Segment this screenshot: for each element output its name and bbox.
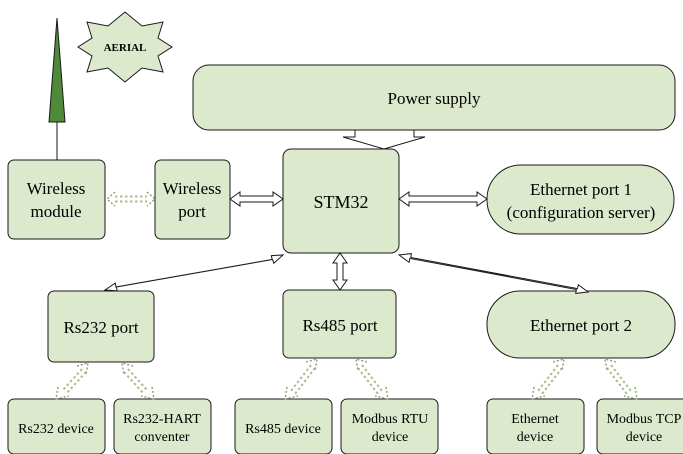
- rs232-port-label: Rs232 port: [63, 318, 138, 337]
- rs485-device-label: Rs485 device: [245, 422, 321, 437]
- ethernet-port-2-label: Ethernet port 2: [530, 316, 632, 335]
- rs232-port-node: Rs232 port: [47, 290, 155, 363]
- wireless-module-label-1: Wireless: [27, 179, 86, 198]
- modbus-rtu-label-1: Modbus RTU: [352, 412, 429, 427]
- ethernet-device-node: Ethernet device: [486, 398, 585, 454]
- rs232-device-label: Rs232 device: [18, 422, 94, 437]
- dashed-link-modbus-rtu: [355, 358, 389, 400]
- ethernet-device-label-1: Ethernet: [511, 412, 559, 427]
- rs485-device-node: Rs485 device: [234, 398, 333, 454]
- dashed-link-modbus-tcp: [604, 358, 638, 400]
- dashed-link-rs485-device: [284, 358, 318, 400]
- stm32-rs485-arrow: [332, 252, 348, 291]
- dashed-link-ethernet-device: [531, 358, 565, 400]
- stm32-rs232-arrow: [103, 254, 285, 292]
- ethernet-port-1-node: Ethernet port 1 (configuration server): [486, 164, 675, 235]
- power-to-stm32-arrow: [342, 129, 426, 150]
- rs232-hart-label-1: Rs232-HART: [123, 412, 201, 427]
- modbus-tcp-label-1: Modbus TCP: [607, 412, 682, 427]
- wireless-port-node: Wireless port: [154, 159, 231, 240]
- dashed-link-rs232-device: [55, 362, 89, 400]
- ethernet-port-2-node: Ethernet port 2: [486, 290, 676, 359]
- wireless-dashed-link: [105, 191, 157, 207]
- dashed-link-rs232-hart: [121, 362, 155, 400]
- rs232-hart-label-2: conventer: [134, 430, 190, 445]
- rs485-port-label: Rs485 port: [302, 316, 377, 335]
- power-supply-label: Power supply: [387, 89, 481, 108]
- wireless-module-label-2: module: [31, 202, 82, 221]
- stm32-node: STM32: [282, 148, 400, 254]
- aerial-badge: AERIAL: [77, 11, 173, 83]
- wireless-port-label-1: Wireless: [163, 179, 222, 198]
- wireless-port-stm32-arrow: [229, 191, 284, 207]
- rs232-hart-node: Rs232-HART conventer: [113, 398, 212, 454]
- power-supply-node: Power supply: [192, 64, 676, 131]
- stm32-ethernet1-arrow: [398, 191, 488, 207]
- modbus-rtu-node: Modbus RTU device: [340, 398, 439, 454]
- modbus-rtu-label-2: device: [372, 430, 409, 445]
- wireless-port-label-2: port: [178, 202, 206, 221]
- modbus-tcp-label-2: device: [626, 430, 663, 445]
- ethernet-device-label-2: device: [517, 430, 554, 445]
- ethernet-port-1-label-1: Ethernet port 1: [530, 180, 632, 199]
- ethernet-port-1-label-2: (configuration server): [507, 203, 656, 222]
- aerial-antenna-icon: [48, 17, 66, 160]
- stm32-ethernet2-arrow: [397, 253, 590, 294]
- modbus-tcp-node: Modbus TCP device: [596, 398, 683, 454]
- stm32-label: STM32: [313, 192, 368, 212]
- aerial-label: AERIAL: [104, 42, 147, 54]
- rs485-port-node: Rs485 port: [282, 289, 397, 359]
- rs232-device-node: Rs232 device: [7, 398, 106, 454]
- wireless-module-node: Wireless module: [7, 159, 106, 240]
